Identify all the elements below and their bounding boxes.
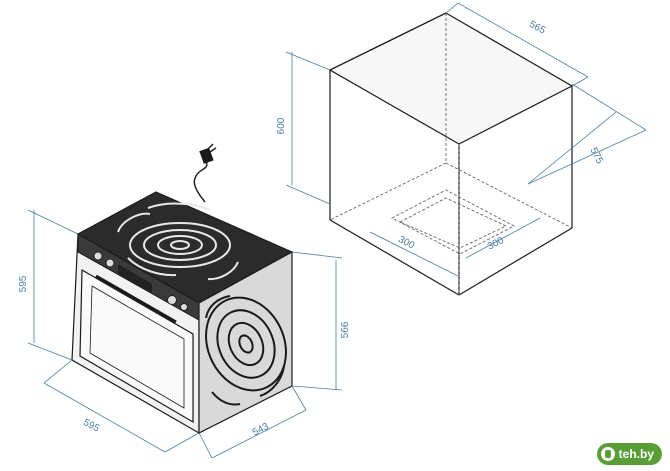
watermark-badge: teh.by [596, 443, 662, 465]
dim-opening-depth: 300 [486, 235, 506, 253]
teh-logo-icon [600, 447, 615, 461]
dim-opening-width: 300 [396, 234, 416, 252]
installation-niche [328, 12, 574, 296]
dim-oven-depth: 543 [251, 421, 271, 439]
power-cable [193, 143, 217, 203]
oven-door [79, 268, 194, 424]
niche-dimension-lines [285, 2, 647, 277]
side-vent-pattern [205, 295, 287, 406]
oven-dimension-lines [27, 209, 343, 459]
top-vent-pattern [117, 202, 239, 281]
niche-hidden-lines [329, 13, 573, 295]
dim-oven-height: 595 [18, 275, 29, 292]
dim-niche-width: 565 [527, 19, 547, 37]
dim-niche-height: 600 [276, 117, 287, 134]
dim-oven-width: 595 [81, 417, 101, 435]
control-panel [77, 233, 200, 321]
dim-niche-depth: 575 [587, 146, 605, 166]
watermark-text: teh.by [618, 447, 654, 461]
dim-oven-side-height: 566 [340, 321, 351, 338]
